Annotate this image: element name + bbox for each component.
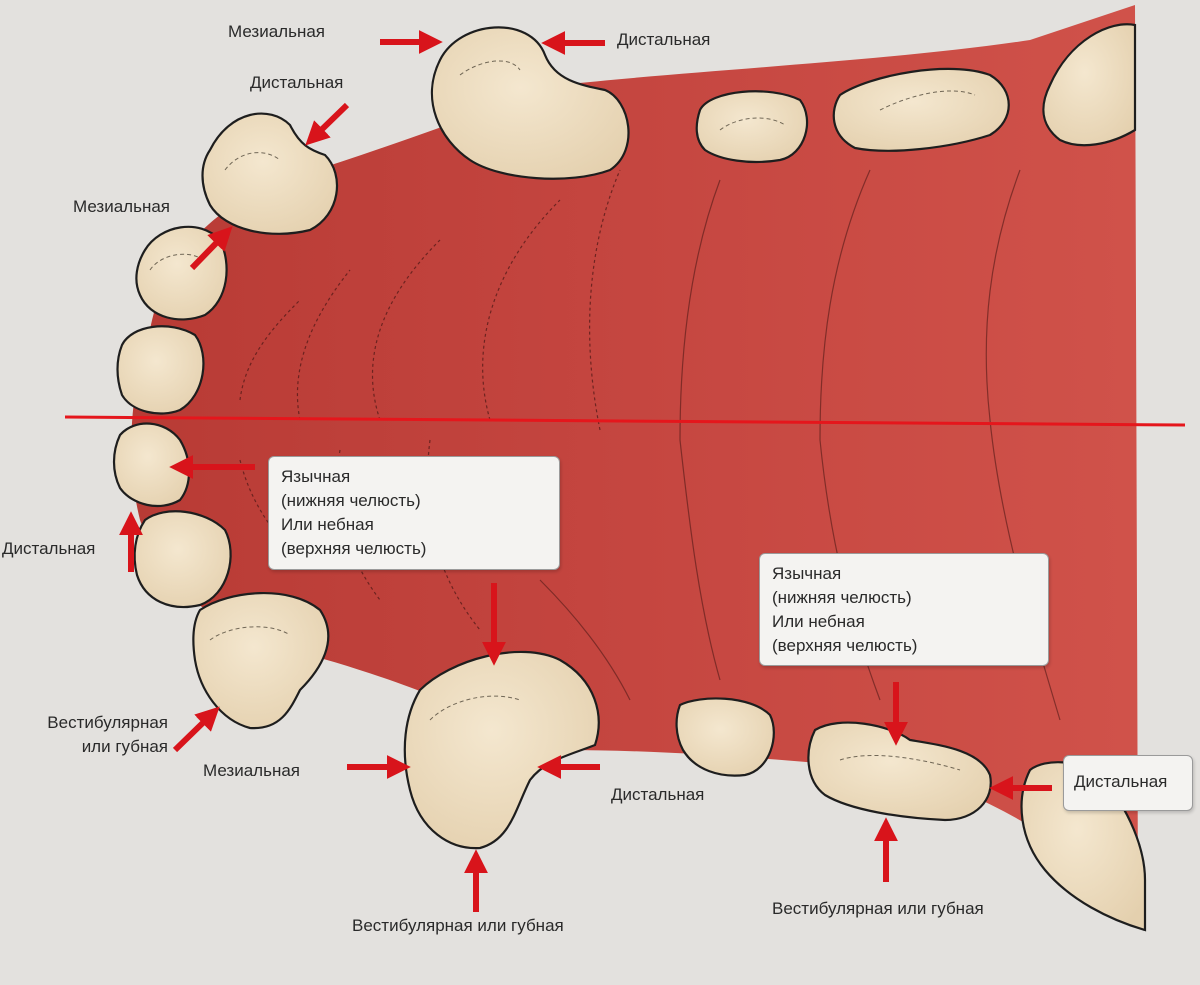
label-vestibular-bottom-center: Вестибулярная или губная — [352, 916, 564, 935]
label-bottom-mesial: Мезиальная — [203, 761, 301, 780]
label-top-distal: Дистальная — [617, 30, 711, 49]
callout-1-line3: Или небная — [281, 515, 374, 534]
callout-1-line4: (верхняя челюсть) — [281, 539, 427, 558]
arrows — [119, 30, 1052, 912]
label-top-mesial: Мезиальная — [228, 22, 326, 41]
callout-lingual-2: Язычная (нижняя челюсть) Или небная (вер… — [759, 553, 1049, 666]
callout-distal-right: Дистальная — [1063, 755, 1193, 811]
tooth-lower-incisor-1 — [112, 422, 190, 508]
callout-2-line1: Язычная — [772, 564, 842, 583]
teeth — [112, 23, 1147, 932]
label-bottom-distal: Дистальная — [611, 785, 705, 804]
tooth-upper-carnassial — [430, 26, 630, 180]
label-left-distal: Дистальная — [2, 539, 96, 558]
tooth-lower-carnassial — [403, 650, 600, 850]
arrow-vestibular-left — [172, 706, 220, 753]
tooth-upper-incisor-1 — [116, 325, 205, 415]
label-vestibular-left-1: Вестибулярная — [47, 713, 168, 732]
label-canine-distal: Дистальная — [250, 73, 344, 92]
callout-2-line2: (нижняя челюсть) — [772, 588, 912, 607]
tooth-upper-premolar-1 — [695, 90, 809, 164]
gum-tissue — [131, 5, 1139, 900]
tooth-upper-molar — [1042, 23, 1137, 147]
tooth-lower-premolar-1 — [675, 697, 775, 777]
tooth-upper-incisor-3 — [135, 225, 228, 321]
callout-1-line1: Язычная — [281, 467, 351, 486]
callout-2-line3: Или небная — [772, 612, 865, 631]
tooth-upper-premolar-2 — [832, 67, 1010, 152]
tooth-upper-canine — [201, 112, 339, 235]
midline — [64, 415, 1186, 427]
arrow-canine-distal — [305, 102, 350, 146]
label-vestibular-bottom-right: Вестибулярная или губная — [772, 899, 984, 918]
callout-2-line4: (верхняя челюсть) — [772, 636, 918, 655]
label-vestibular-left-2: или губная — [81, 737, 168, 756]
label-incisor-mesial: Мезиальная — [73, 197, 171, 216]
arrow-incisor-mesial — [189, 226, 233, 271]
distal-right-label: Дистальная — [1074, 772, 1168, 791]
tooth-details — [149, 60, 976, 771]
tooth-lower-canine — [192, 592, 330, 730]
callout-1-line2: (нижняя челюсть) — [281, 491, 421, 510]
callout-lingual-1: Язычная (нижняя челюсть) Или небная (вер… — [268, 456, 560, 570]
tooth-lower-incisor-2 — [133, 510, 232, 609]
